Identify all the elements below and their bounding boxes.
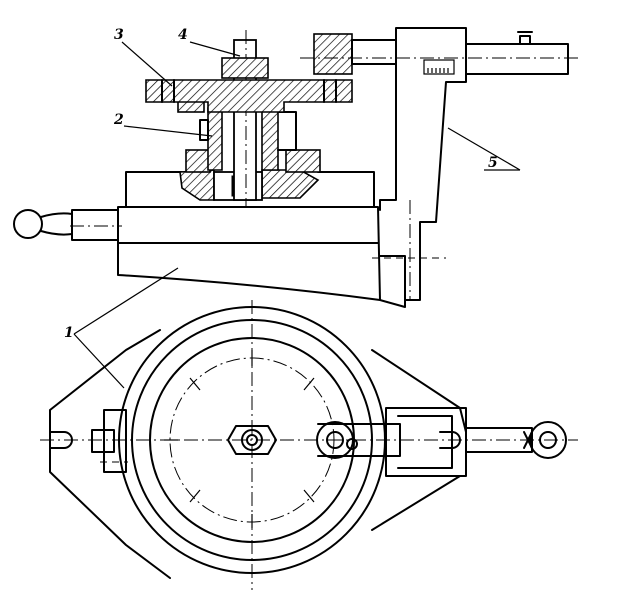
arm-bracket [379,27,467,301]
lower-nut-section [179,169,215,201]
left-bolt-body [103,409,127,473]
bracket-block [385,407,467,477]
index-plate [145,79,353,113]
label-part-4: 4 [178,27,188,43]
bolt-left [185,149,211,173]
arm-extension [465,43,569,75]
leader-3 [121,41,173,87]
table-plate [125,171,375,208]
handle-shaft [40,212,73,236]
arm-clamp-screw [351,39,397,65]
part-callouts: 3 4 2 5 1 [64,27,521,389]
bolt-right [285,149,321,173]
leader-2 [123,125,213,137]
label-part-2: 2 [113,112,124,128]
leader-1a [73,267,179,335]
pitch-ticks [164,350,315,528]
scale-window [423,59,455,75]
lower-nut-section-right [261,169,320,199]
leader-5 [447,127,521,171]
label-part-5: 5 [488,155,498,171]
lever-pin [346,438,358,450]
label-part-1: 1 [64,325,74,341]
arm-small-screw [517,31,533,45]
front-view [13,27,578,308]
column-flange [199,111,297,151]
base-flange-outline [49,329,467,579]
plan-view [40,300,578,590]
handle-knob [13,209,43,239]
handle-collar [71,209,119,241]
arm-clamp-block [313,33,353,75]
lever-pivot-inner [326,431,344,449]
spindle-top-nut [221,57,269,79]
label-part-3: 3 [114,27,124,43]
leader-1b [73,333,125,389]
housing-body [117,206,406,308]
handle [13,209,122,241]
leader-4 [189,41,241,57]
scale-ticks [427,68,449,73]
